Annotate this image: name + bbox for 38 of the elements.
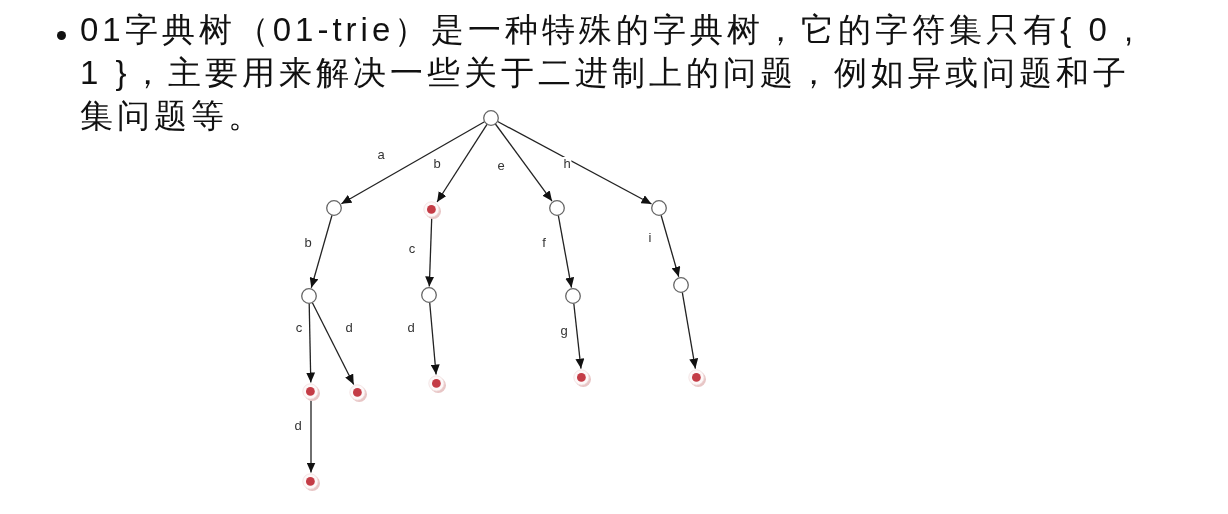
- trie-node: [650, 199, 668, 217]
- edge-label: d: [344, 321, 354, 335]
- arrow: [429, 301, 440, 376]
- trie-node: [672, 276, 690, 294]
- word-end-node: [301, 472, 321, 492]
- arrow: [309, 214, 333, 289]
- edge-label: b: [432, 157, 442, 171]
- arrow: [573, 302, 585, 370]
- bullet-paragraph: 01字典树（01-trie）是一种特殊的字典树，它的字符集只有{ 0 , 1 }，主要用来解决一些关于二进制上的问题，例如异或问题和子集问题等。: [80, 10, 1139, 136]
- arrow: [425, 217, 435, 288]
- edge-label: b: [303, 236, 313, 250]
- arrow: [340, 121, 486, 205]
- word-end-node: [301, 382, 321, 402]
- trie-node: [564, 287, 582, 305]
- arrow: [681, 291, 699, 370]
- arrow: [306, 302, 316, 384]
- trie-node: [482, 109, 500, 127]
- arrow: [306, 399, 316, 474]
- edge-label: d: [293, 419, 303, 433]
- trie-node: [548, 199, 566, 217]
- arrow: [496, 120, 653, 205]
- arrow: [557, 214, 575, 289]
- arrow: [311, 302, 355, 386]
- arrow: [494, 123, 553, 202]
- edge-label: f: [541, 236, 547, 250]
- trie-node: [325, 199, 343, 217]
- word-end-node: [348, 383, 368, 403]
- word-end-node: [422, 200, 442, 220]
- trie-node: [300, 287, 318, 305]
- word-end-node: [572, 368, 592, 388]
- arrow: [436, 123, 488, 203]
- arrow: [660, 214, 681, 278]
- edge-label: i: [647, 231, 653, 245]
- edge-label: h: [562, 157, 572, 171]
- word-end-node: [427, 374, 447, 394]
- word-end-node: [687, 368, 707, 388]
- edge-label: d: [406, 321, 416, 335]
- trie-node: [420, 286, 438, 304]
